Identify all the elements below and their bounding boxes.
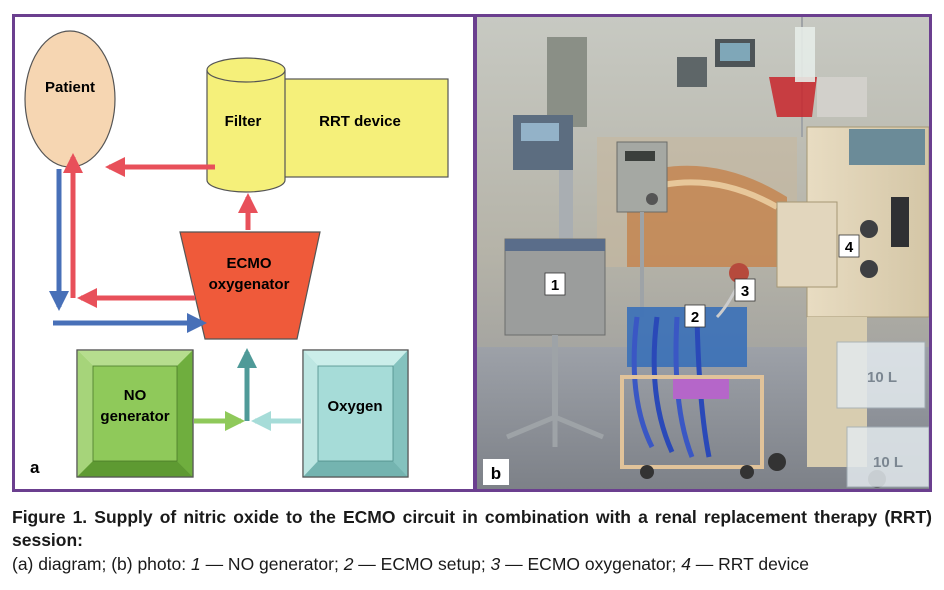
marker-1: 1 xyxy=(544,272,566,296)
figure-frame: Patient RRT device Filter ECMO oxygenato… xyxy=(12,14,932,492)
marker-4: 4 xyxy=(838,234,860,258)
caption-item3-text: — ECMO oxygenator; xyxy=(500,554,682,574)
panel-divider xyxy=(473,17,477,489)
caption-item1-num: 1 xyxy=(190,554,201,574)
rrt-device-node: RRT device xyxy=(262,78,449,178)
photo-canvas: 10 L 10 L 1 2 3 4 b xyxy=(477,17,929,489)
iv-bag xyxy=(769,17,817,137)
rrt-label: RRT device xyxy=(319,113,401,130)
caption-title: Figure 1. Supply of nitric oxide to the … xyxy=(12,507,932,550)
monitor-equipment xyxy=(547,37,867,127)
caption-item1-text: — NO generator; xyxy=(200,554,344,574)
bag-label: 10 L xyxy=(867,369,897,386)
filter-label: Filter xyxy=(225,113,262,130)
gas-controller xyxy=(616,141,668,317)
ecmo-label-line2: oxygenator xyxy=(209,276,290,293)
panel-a-label: a xyxy=(30,458,40,477)
oxygen-node: Oxygen xyxy=(302,349,409,478)
marker-1-label: 1 xyxy=(551,277,559,294)
oxygen-label: Oxygen xyxy=(327,398,382,415)
caption-item3-num: 3 xyxy=(490,554,501,574)
caption-prefix: (a) diagram; (b) photo: xyxy=(12,554,191,574)
marker-2-label: 2 xyxy=(691,309,699,326)
caption-item4-num: 4 xyxy=(681,554,691,574)
filter-node: Filter xyxy=(206,57,286,193)
caption-legend: (a) diagram; (b) photo: 1 — NO generator… xyxy=(12,553,932,576)
no-generator-node: NO generator xyxy=(76,349,194,478)
marker-3: 3 xyxy=(734,278,756,302)
marker-2: 2 xyxy=(684,304,706,328)
fluid-bags: 10 L 10 L xyxy=(836,341,929,488)
caption-item2-text: — ECMO setup; xyxy=(353,554,491,574)
patient-node: Patient xyxy=(24,30,116,168)
marker-4-label: 4 xyxy=(845,239,854,256)
marker-3-label: 3 xyxy=(741,283,749,300)
bag-label-2: 10 L xyxy=(873,454,903,471)
ecmo-setup-device xyxy=(620,307,764,479)
caption-item4-text: — RRT device xyxy=(690,554,809,574)
patient-label: Patient xyxy=(45,79,95,96)
figure-caption: Figure 1. Supply of nitric oxide to the … xyxy=(12,506,932,576)
no-label-line1: NO xyxy=(124,387,147,404)
ecmo-label-line1: ECMO xyxy=(227,255,272,272)
panel-b-label: b xyxy=(491,464,501,483)
panel-a-diagram: Patient RRT device Filter ECMO oxygenato… xyxy=(15,17,473,489)
panel-b-label-box: b xyxy=(483,459,509,485)
no-label-line2: generator xyxy=(100,408,169,425)
caption-item2-num: 2 xyxy=(343,554,354,574)
panel-b-photo: 10 L 10 L 1 2 3 4 b xyxy=(477,17,929,489)
ecmo-oxygenator-node: ECMO oxygenator xyxy=(179,231,321,340)
diagram-canvas: Patient RRT device Filter ECMO oxygenato… xyxy=(24,30,449,478)
